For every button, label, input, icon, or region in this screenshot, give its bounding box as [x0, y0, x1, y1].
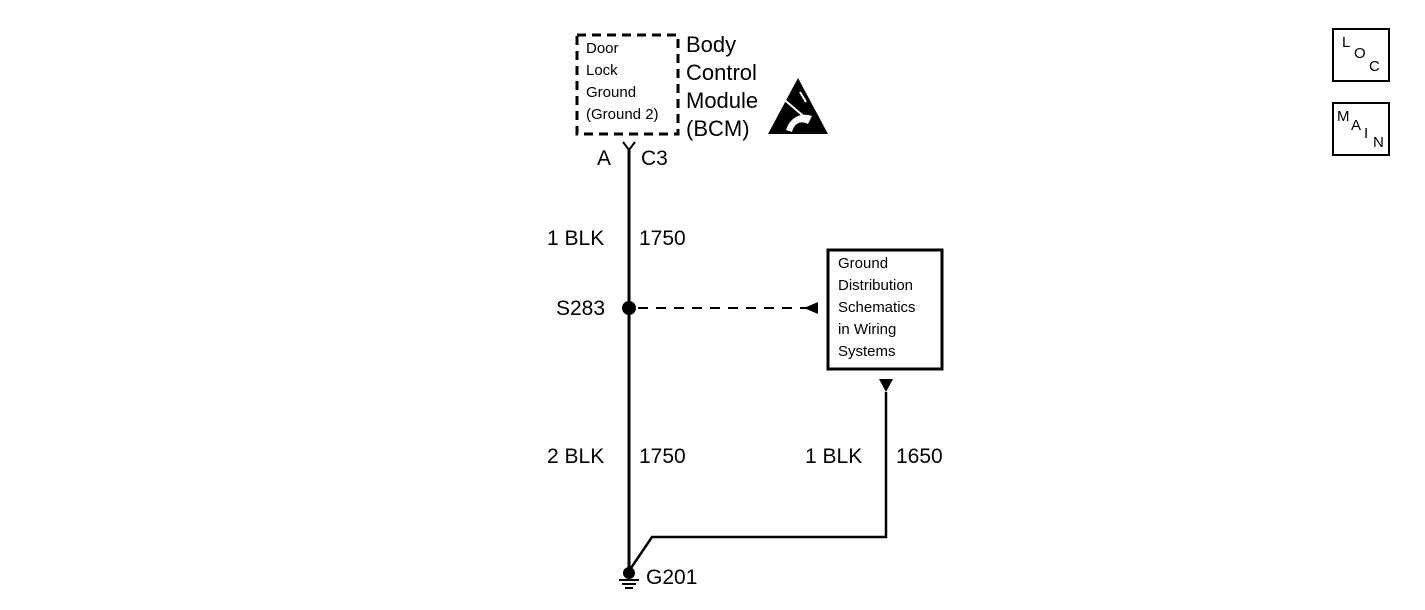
pin-description-line: Lock	[586, 62, 618, 79]
wire-right-gauge-color: 1 BLK	[805, 445, 863, 468]
loc-button[interactable]: L O C	[1332, 28, 1390, 82]
wire-upper-circuit: 1750	[639, 227, 686, 250]
splice-label: S283	[556, 297, 606, 320]
main-letter: N	[1373, 134, 1384, 151]
bcm-name-line: Control	[686, 60, 757, 85]
main-button[interactable]: M A I N	[1332, 102, 1390, 156]
wire-lower-gauge-color: 2 BLK	[547, 445, 605, 468]
reference-arrow-down	[879, 379, 893, 392]
loc-letter: O	[1354, 45, 1366, 62]
pin-description: Door Lock Ground (Ground 2)	[586, 38, 659, 126]
pin-description-line: (Ground 2)	[586, 106, 659, 123]
splice-dot	[622, 301, 636, 315]
reference-line: Ground	[838, 255, 889, 272]
wire-right-circuit: 1650	[896, 445, 943, 468]
loc-letter: C	[1369, 58, 1380, 75]
reference-line: Systems	[838, 343, 896, 360]
ground-symbol-icon	[619, 567, 639, 589]
reference-line: Schematics	[838, 299, 916, 316]
wire-lower-circuit: 1750	[639, 445, 686, 468]
ground-distribution-box	[826, 248, 944, 371]
ground-distribution-text: Ground Distribution Schematics in Wiring…	[838, 253, 916, 363]
main-letter: A	[1351, 117, 1362, 134]
bcm-component-outline	[575, 33, 680, 136]
bcm-name-line: Body	[686, 32, 737, 57]
bcm-name-line: (BCM)	[686, 116, 750, 141]
wire-1650	[629, 392, 888, 569]
connector-fork	[622, 141, 636, 152]
connector-pin-label: A	[597, 147, 612, 170]
pin-description-line: Ground	[586, 84, 637, 101]
main-letter: M	[1337, 108, 1350, 125]
main-letter: I	[1364, 125, 1369, 142]
bcm-name-line: Module	[686, 88, 759, 113]
reference-line: Distribution	[838, 277, 914, 294]
ground-label: G201	[646, 566, 698, 589]
reference-arrow-left	[804, 302, 818, 314]
connector-id-label: C3	[641, 147, 668, 170]
pin-description-line: Door	[586, 40, 619, 57]
loc-letter: L	[1342, 34, 1351, 51]
bcm-name: Body Control Module (BCM)	[686, 31, 758, 143]
reference-line: in Wiring	[838, 321, 897, 338]
wire-upper-gauge-color: 1 BLK	[547, 227, 605, 250]
esd-warning-icon	[768, 78, 828, 134]
